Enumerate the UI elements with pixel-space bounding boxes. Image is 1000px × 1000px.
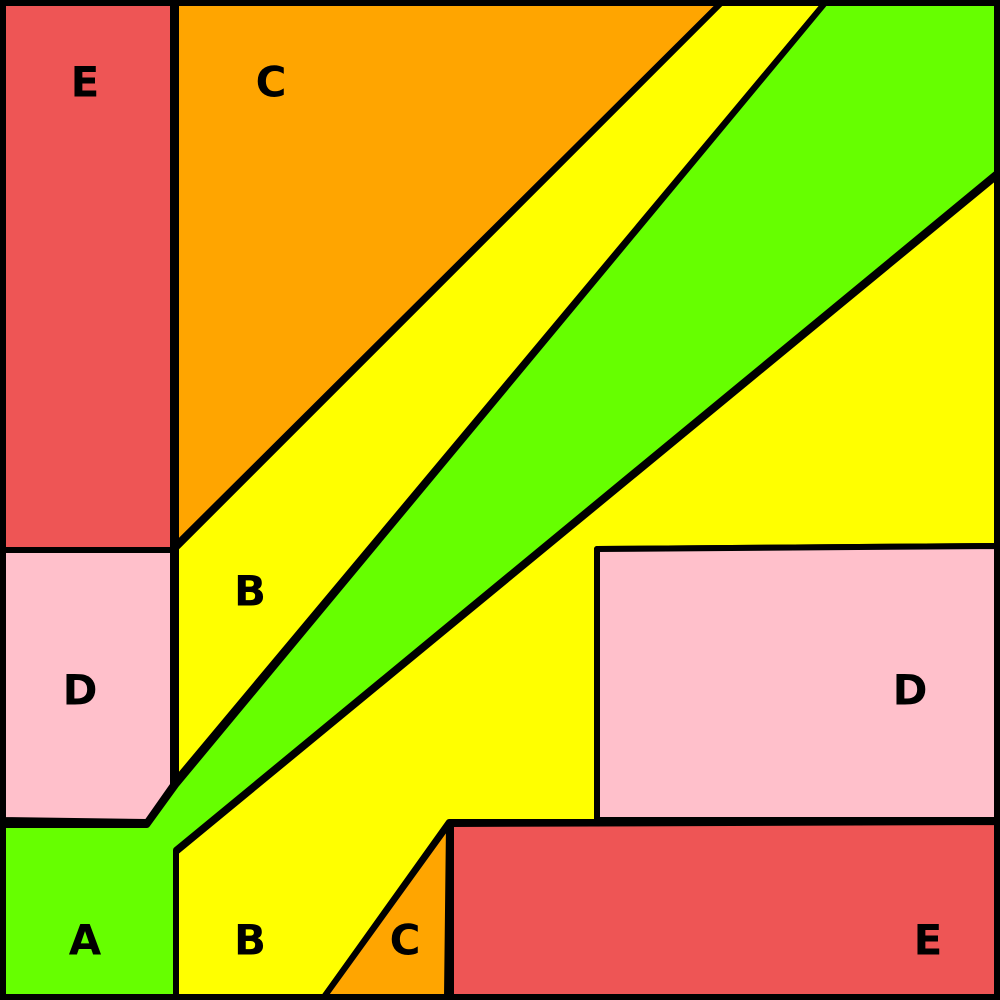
label-c-small-bottom: C bbox=[390, 916, 421, 965]
region-d-right bbox=[594, 543, 1000, 823]
region-d-left bbox=[0, 547, 176, 825]
label-e-bottom-right: E bbox=[914, 916, 943, 965]
label-b-diagonal-upper: B bbox=[234, 567, 266, 616]
label-e-top-left: E bbox=[71, 58, 100, 107]
label-b-lower-right: B bbox=[234, 916, 266, 965]
label-d-left: D bbox=[63, 666, 98, 715]
label-a-green-wedge: A bbox=[69, 916, 102, 965]
region-e-bottom-right bbox=[448, 819, 1000, 1000]
label-c-top: C bbox=[256, 58, 287, 107]
label-d-right: D bbox=[893, 666, 928, 715]
